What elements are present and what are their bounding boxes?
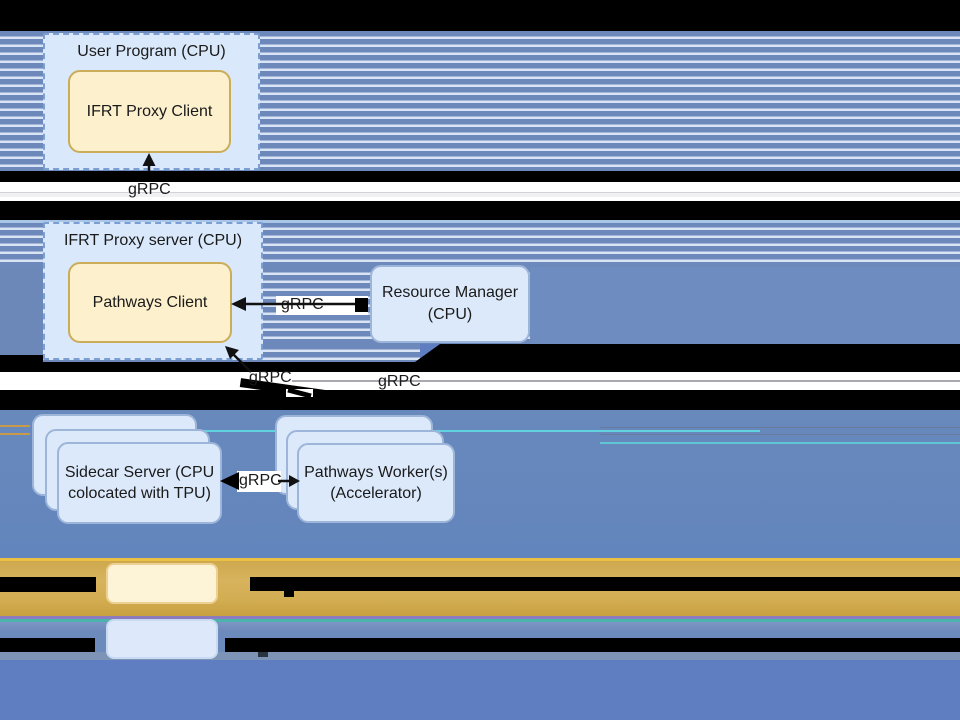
node-user-program-title: User Program (CPU) [77, 43, 226, 60]
bg-black-band-4a [0, 355, 43, 363]
bg-glitch-blueline [0, 220, 960, 223]
label-grpc-stacks: gRPC [239, 472, 282, 489]
glitch-gray-1 [600, 427, 960, 428]
legend-row2-redacted-tail [258, 652, 268, 657]
bg-black-blob [415, 344, 960, 362]
legend-gold-topline [0, 558, 960, 561]
glitch-cyan-1 [180, 430, 760, 432]
node-ifrt-proxy-server-title: IFRT Proxy server (CPU) [63, 232, 243, 249]
node-workers-line2: (Accelerator) [330, 485, 422, 502]
node-workers-line1: Pathways Worker(s) [304, 464, 448, 481]
legend-yellow-swatch [106, 563, 218, 604]
node-resource-manager: Resource Manager (CPU) [370, 265, 530, 343]
bg-black-band-4 [0, 362, 960, 372]
label-grpc-mid-backing [276, 296, 368, 315]
node-sidecar-line2: colocated with TPU) [68, 485, 211, 502]
bg-black-band-5 [0, 390, 960, 410]
legend-purple-line [0, 616, 960, 619]
legend-row1-redacted-tail [284, 591, 294, 597]
legend-row2-redacted-left [0, 638, 95, 652]
label-grpc-below-rm: gRPC [378, 373, 421, 390]
label-grpc-mid: gRPC [281, 296, 324, 313]
glitch-orange-1 [0, 425, 30, 427]
node-pathways-workers: Pathways Worker(s) (Accelerator) [297, 443, 455, 523]
bg-solid-right-of-rm [530, 267, 960, 344]
bg-solid-left-patch [0, 267, 43, 355]
bg-black-band-top [0, 0, 960, 31]
label-grpc-below-client: gRPC [249, 369, 292, 386]
bg-black-band-2 [0, 171, 960, 182]
glitch-cyan-2 [600, 442, 960, 444]
node-ifrt-proxy-client: IFRT Proxy Client [68, 70, 231, 153]
bg-arrow-notch [286, 389, 313, 397]
legend-row2-redacted-right [225, 638, 960, 652]
legend-grayblue-band [0, 652, 960, 660]
glitch-orange-2 [0, 433, 30, 435]
legend-teal-line [0, 619, 960, 622]
legend-blue-swatch [106, 619, 218, 659]
bg-black-band-3 [0, 201, 960, 220]
legend-row1-redacted-left [0, 577, 96, 592]
node-sidecar-line1: Sidecar Server (CPU [64, 464, 215, 481]
node-pathways-client-label: Pathways Client [92, 293, 208, 311]
node-pathways-client: Pathways Client [68, 262, 232, 343]
node-ifrt-proxy-client-label: IFRT Proxy Client [86, 102, 213, 120]
label-grpc-stacks-backing [237, 471, 281, 492]
node-resource-manager-line1: Resource Manager [381, 284, 519, 301]
legend-row1-redacted-right [250, 577, 960, 591]
bg-gray-rule-1 [0, 192, 960, 197]
label-grpc-top: gRPC [128, 181, 171, 198]
node-resource-manager-line2: (CPU) [427, 306, 473, 323]
node-sidecar-server: Sidecar Server (CPU colocated with TPU) [57, 442, 222, 524]
glitch-gray-2 [600, 434, 960, 435]
bg-gray-rule-2 [292, 380, 960, 382]
bg-solid-bottom [0, 660, 960, 720]
